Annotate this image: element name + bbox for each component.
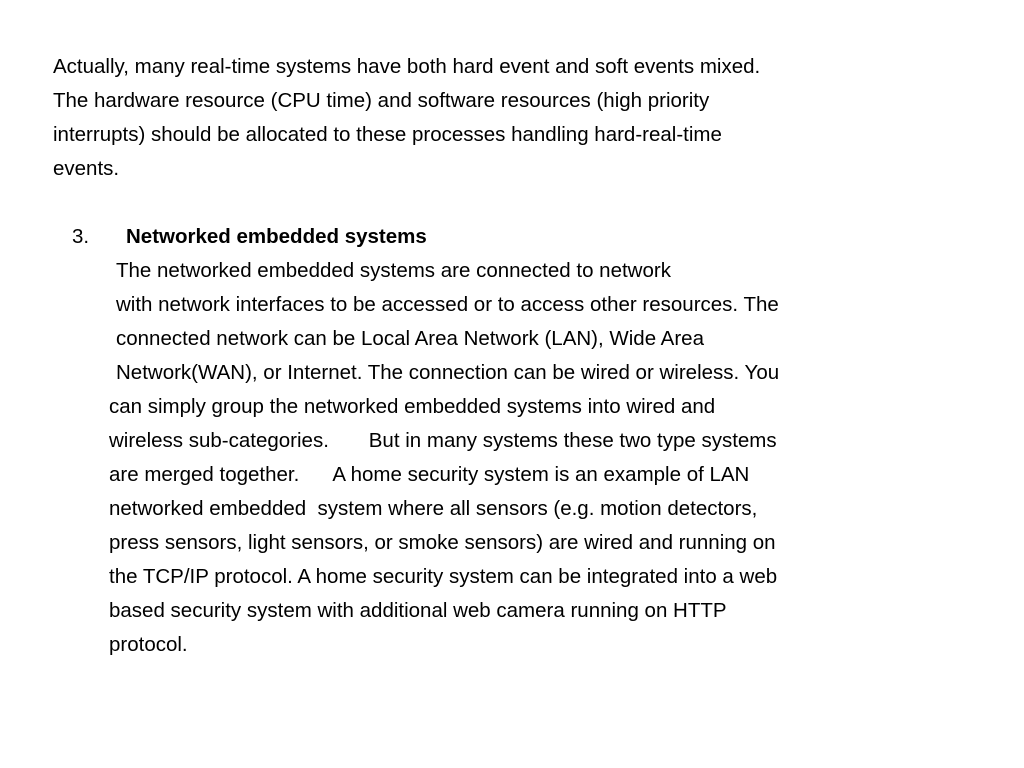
body-line: The networked embedded systems are conne… — [116, 259, 671, 282]
body-line: networked embedded system where all sens… — [109, 497, 758, 520]
section-heading: Networked embedded systems — [126, 225, 427, 248]
intro-line: The hardware resource (CPU time) and sof… — [53, 89, 710, 112]
body-line: based security system with additional we… — [109, 599, 727, 622]
body-line: are merged together. A home security sys… — [109, 463, 750, 486]
body-line: connected network can be Local Area Netw… — [116, 327, 704, 350]
intro-line: Actually, many real-time systems have bo… — [53, 55, 761, 78]
list-number: 3. — [72, 225, 90, 248]
body-line: with network interfaces to be accessed o… — [116, 293, 779, 316]
body-line: can simply group the networked embedded … — [109, 395, 716, 418]
body-line: wireless sub-categories. But in many sys… — [109, 429, 777, 452]
body-line: protocol. — [109, 633, 188, 656]
intro-line: interrupts) should be allocated to these… — [53, 123, 722, 146]
body-line: press sensors, light sensors, or smoke s… — [109, 531, 776, 554]
body-line: the TCP/IP protocol. A home security sys… — [109, 565, 778, 588]
intro-line: events. — [53, 157, 120, 180]
body-line: Network(WAN), or Internet. The connectio… — [116, 361, 780, 384]
